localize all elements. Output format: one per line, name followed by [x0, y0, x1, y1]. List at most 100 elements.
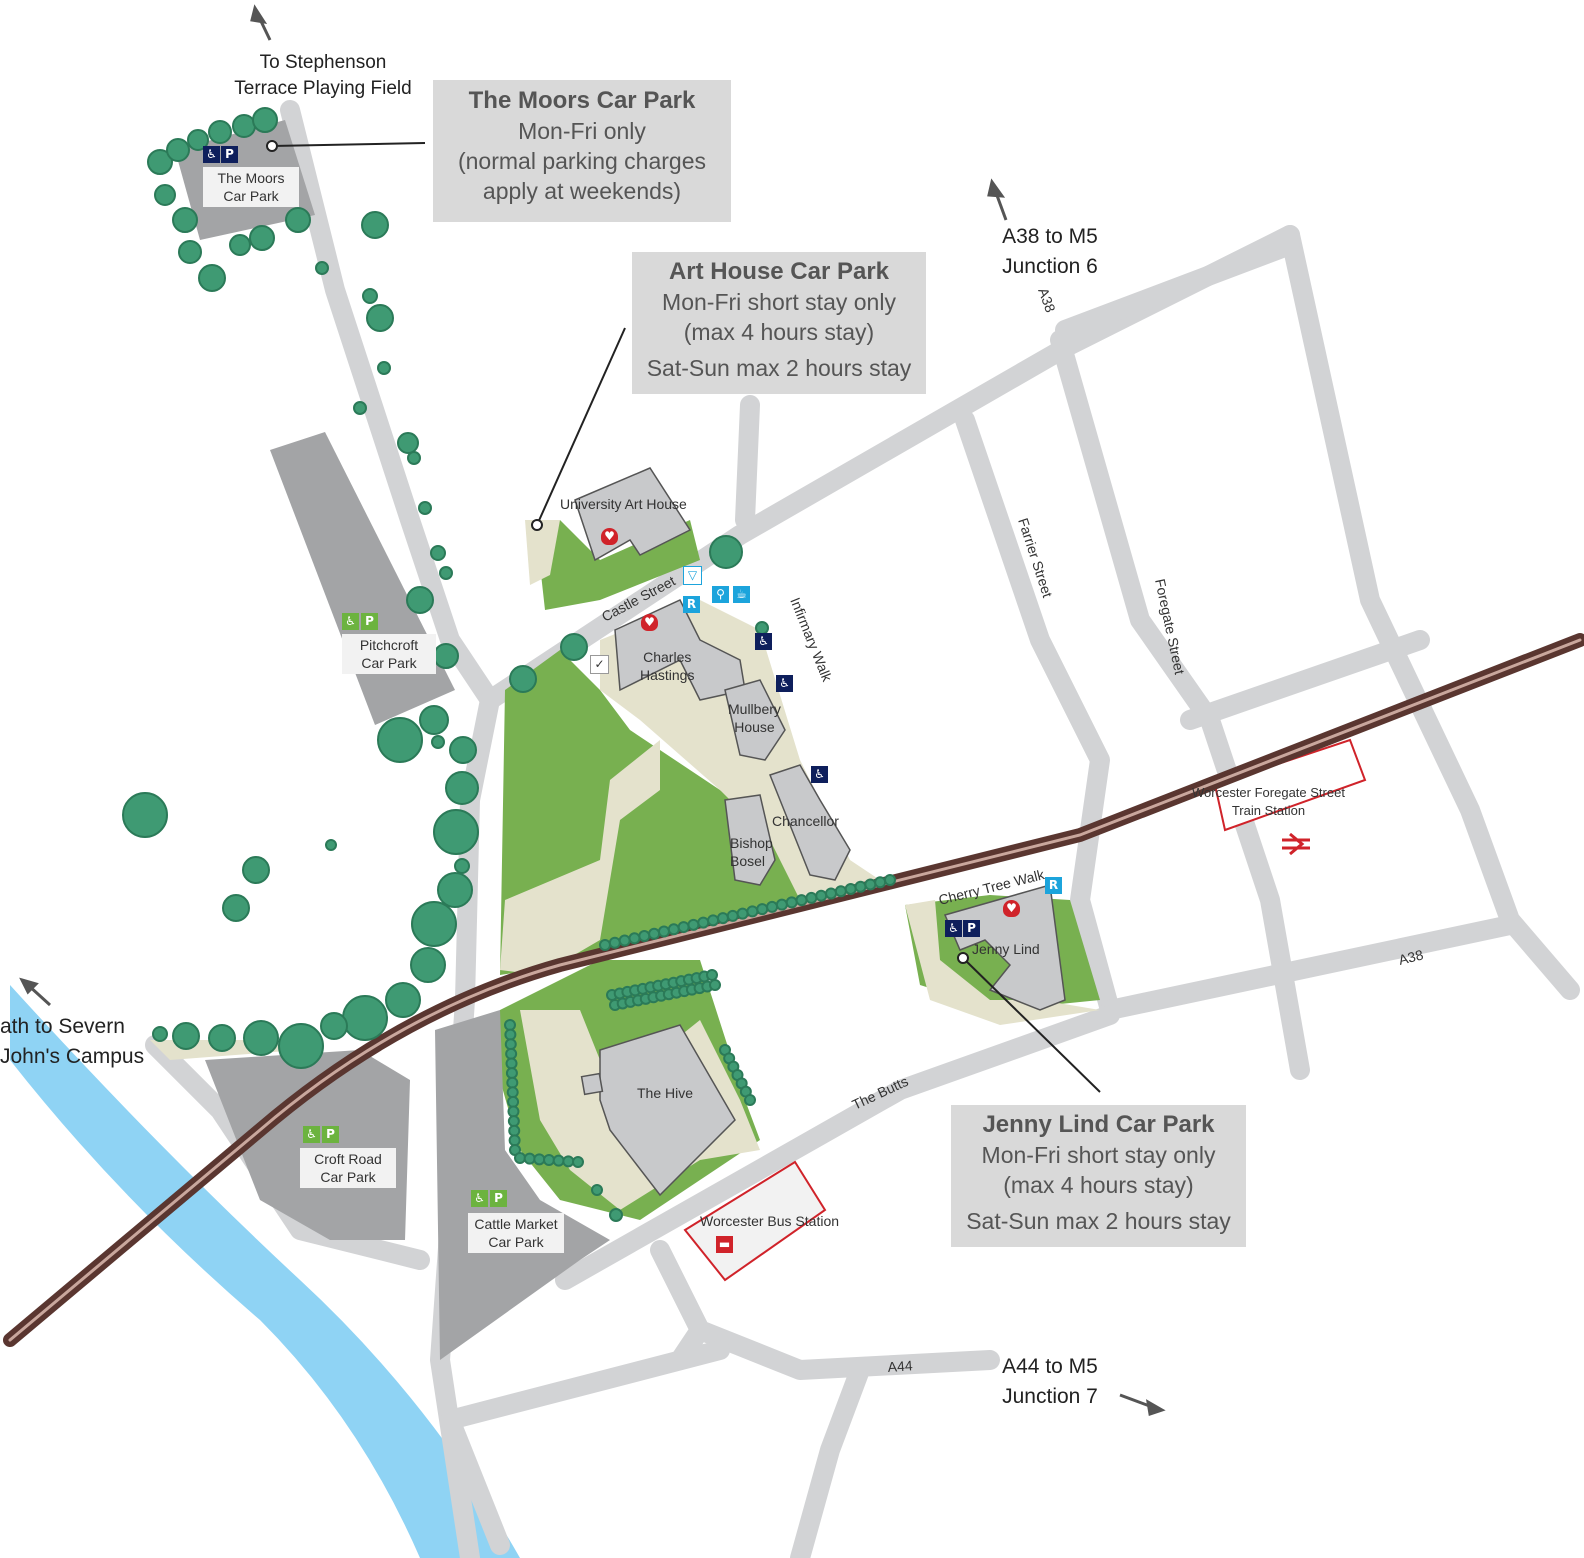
defibrillator-icon: ♥ — [641, 614, 658, 631]
tree — [844, 882, 857, 895]
tree — [874, 876, 887, 889]
mulberry-house-label: Mullbery House — [728, 701, 781, 735]
art-house-label: University Art House — [560, 496, 687, 512]
tree — [439, 566, 453, 580]
tree — [508, 1134, 521, 1147]
a44-label: A44 — [887, 1357, 913, 1375]
tree — [433, 809, 479, 855]
disabled-icon: ♿ — [471, 1190, 488, 1207]
tree — [406, 586, 434, 614]
tree — [716, 912, 729, 925]
tree — [591, 1184, 603, 1196]
a44-to-m5-label: A44 to M5 Junction 7 — [1002, 1355, 1098, 1408]
tree — [504, 1019, 516, 1031]
tree — [507, 1115, 520, 1128]
tree — [709, 535, 743, 569]
tree — [707, 914, 720, 927]
tree — [362, 288, 378, 304]
charles-hastings-label: Charles Hastings — [640, 649, 695, 683]
tree — [243, 1020, 279, 1056]
disabled-icon: ♿ — [945, 920, 962, 937]
tree — [285, 207, 311, 233]
tree — [506, 1076, 519, 1089]
tree — [766, 900, 779, 913]
tree — [154, 184, 176, 206]
tree — [628, 932, 641, 945]
art-house-callout-title: Art House Car Park — [668, 258, 890, 285]
tree — [454, 858, 470, 874]
parking-icon: P — [490, 1190, 507, 1207]
moors-callout-line: apply at weekends) — [482, 178, 682, 204]
tree — [697, 916, 710, 929]
a38-top-label: A38 — [1035, 286, 1059, 315]
tree — [825, 887, 838, 900]
the-hive-label: The Hive — [637, 1085, 694, 1101]
tree — [504, 1038, 517, 1051]
art-house-car-park-callout: Art House Car Park Mon-Fri short stay on… — [632, 252, 926, 394]
moors-callout-line: Mon-Fri only — [518, 118, 646, 144]
jenny-lind-callout-line: Mon-Fri short stay only — [981, 1142, 1216, 1168]
tree — [172, 207, 198, 233]
infirmary-walk-label: Infirmary Walk — [787, 595, 836, 684]
bus-icon: ▬ — [716, 1236, 733, 1253]
trees — [122, 107, 896, 1222]
a38-right-label: A38 — [1397, 946, 1425, 968]
tree — [785, 896, 798, 909]
tree — [726, 909, 739, 922]
tree — [385, 982, 421, 1018]
tree — [560, 633, 588, 661]
tree — [325, 839, 337, 851]
bishop-bosel-label: Bishop Bosel — [730, 835, 773, 869]
tree — [608, 936, 621, 949]
jenny-lind-callout-line: Sat-Sun max 2 hours stay — [966, 1208, 1231, 1234]
pitchcroft-car-park-tag: Pitchcroft Car Park — [342, 634, 436, 674]
tree — [433, 643, 459, 669]
tree — [795, 894, 808, 907]
moors-callout-title: The Moors Car Park — [468, 87, 696, 114]
tree — [805, 891, 818, 904]
tree — [419, 705, 449, 735]
moors-car-park-callout: The Moors Car Park Mon-Fri only (normal … — [433, 80, 731, 222]
tree — [242, 856, 270, 884]
disabled-icon: ♿ — [203, 146, 220, 163]
tree — [572, 1156, 584, 1168]
moors-callout-line: (normal parking charges — [457, 148, 706, 174]
a38-to-m5-label: A38 to M5 Junction 6 — [1002, 225, 1098, 278]
wifi-icon: ▽ — [683, 566, 702, 585]
tree — [208, 1024, 236, 1052]
tree — [377, 361, 391, 375]
disabled-icon: ♿ — [342, 613, 359, 630]
tree — [609, 1208, 623, 1222]
tree — [410, 947, 446, 983]
chancellor-label: Chancellor — [772, 813, 839, 829]
tree — [366, 304, 394, 332]
tree — [507, 1095, 520, 1108]
jenny-lind-car-park-callout: Jenny Lind Car Park Mon-Fri short stay o… — [951, 1105, 1246, 1247]
tree — [166, 138, 190, 162]
tree — [198, 264, 226, 292]
moors-car-park-tag: The Moors Car Park — [203, 167, 299, 207]
tree — [407, 451, 421, 465]
tree — [278, 1023, 324, 1069]
tree — [508, 1124, 521, 1137]
cafe-icon: ☕ — [733, 586, 750, 603]
tree — [437, 872, 473, 908]
tree — [232, 114, 256, 138]
tree — [505, 1067, 518, 1080]
tree — [533, 1153, 546, 1166]
tree — [504, 1028, 517, 1041]
tree — [315, 261, 329, 275]
tree — [677, 921, 690, 934]
tree — [638, 930, 651, 943]
tree — [147, 149, 173, 175]
tree — [756, 903, 769, 916]
tree — [618, 934, 631, 947]
tree — [505, 1057, 518, 1070]
tree — [187, 129, 209, 151]
art-house-callout-line: Mon-Fri short stay only — [662, 289, 896, 315]
direction-arrows — [19, 4, 1166, 1416]
parking-icon: P — [322, 1126, 339, 1143]
cattle-market-car-park-tag: Cattle Market Car Park — [468, 1213, 564, 1253]
art-house-callout-line: (max 4 hours stay) — [683, 319, 875, 345]
